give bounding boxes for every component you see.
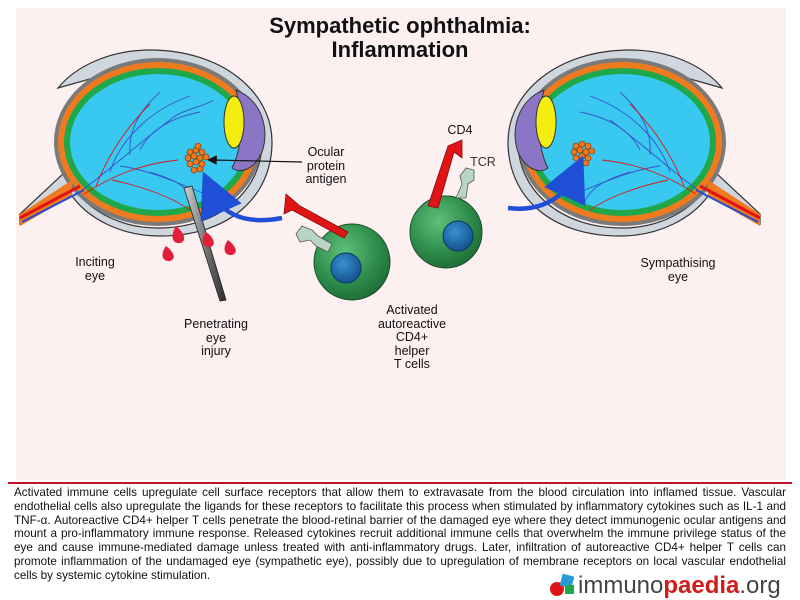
label-cd4: CD4 (447, 123, 473, 137)
label-ocular-antigen-line-1: Ocular (307, 145, 345, 159)
label-ocular-antigen-line-2: protein (306, 158, 346, 173)
arrow-to-inciting-eye (200, 171, 283, 223)
label-penetrating-injury-line-1: Penetrating (184, 317, 248, 331)
tcr-receptor-icon (295, 225, 333, 253)
blood-drops-icon (162, 226, 236, 262)
label-activated-cells: Activated autoreactive CD4+ helper T cel… (364, 303, 460, 372)
logo-part-org: .org (739, 572, 781, 599)
tcr-receptor-icon-right (455, 167, 475, 199)
label-activated-cells-line-1: Activated (386, 303, 438, 317)
label-sympathising-eye-line-1: Sympathising (640, 256, 716, 270)
label-penetrating-injury-line-3: injury (201, 344, 231, 358)
title-line-2: Inflammation (331, 37, 469, 62)
logo-part-paedia: paedia (663, 572, 740, 599)
sympathising-eye (507, 49, 761, 237)
immunopaedia-logo[interactable]: immunopaedia.org (578, 573, 781, 599)
label-ocular-antigen-line-3: antigen (305, 172, 347, 186)
label-inciting-eye-line-1: Inciting (75, 255, 115, 269)
caption: Activated immune cells upregulate cell s… (14, 486, 786, 583)
arrow-to-sympathising-eye (507, 155, 586, 211)
label-activated-cells-line-2: autoreactive (377, 316, 447, 331)
caption-text: Activated immune cells upregulate cell s… (14, 486, 786, 582)
label-inciting-eye-line-2: eye (84, 268, 106, 283)
logo-part-immuno: immuno (578, 572, 664, 599)
logo-mark-icon (550, 573, 575, 596)
label-activated-cells-line-4: helper (394, 343, 430, 358)
label-inciting-eye: Inciting eye (60, 255, 130, 283)
antigen-pointer (207, 155, 303, 165)
cd4-receptor-icon (283, 193, 349, 239)
label-activated-cells-line-3: CD4+ (395, 330, 429, 344)
t-cell-left (283, 193, 391, 301)
inciting-eye (19, 49, 273, 237)
label-sympathising-eye-line-2: eye (667, 269, 689, 284)
label-activated-cells-line-5: T cells (394, 357, 430, 371)
t-cell-right (409, 139, 483, 269)
label-penetrating-injury-line-2: eye (205, 330, 227, 345)
label-penetrating-injury: Penetrating eye injury (176, 317, 256, 359)
caption-divider (8, 482, 792, 484)
antigen-cluster (184, 142, 210, 174)
cd4-receptor-icon-right (427, 139, 463, 209)
label-tcr: TCR (470, 155, 496, 169)
label-sympathising-eye: Sympathising eye (628, 256, 728, 284)
title-line-1: Sympathetic ophthalmia: (269, 13, 531, 38)
diagram-canvas (19, 49, 761, 302)
label-ocular-antigen: Ocular protein antigen (296, 145, 356, 187)
